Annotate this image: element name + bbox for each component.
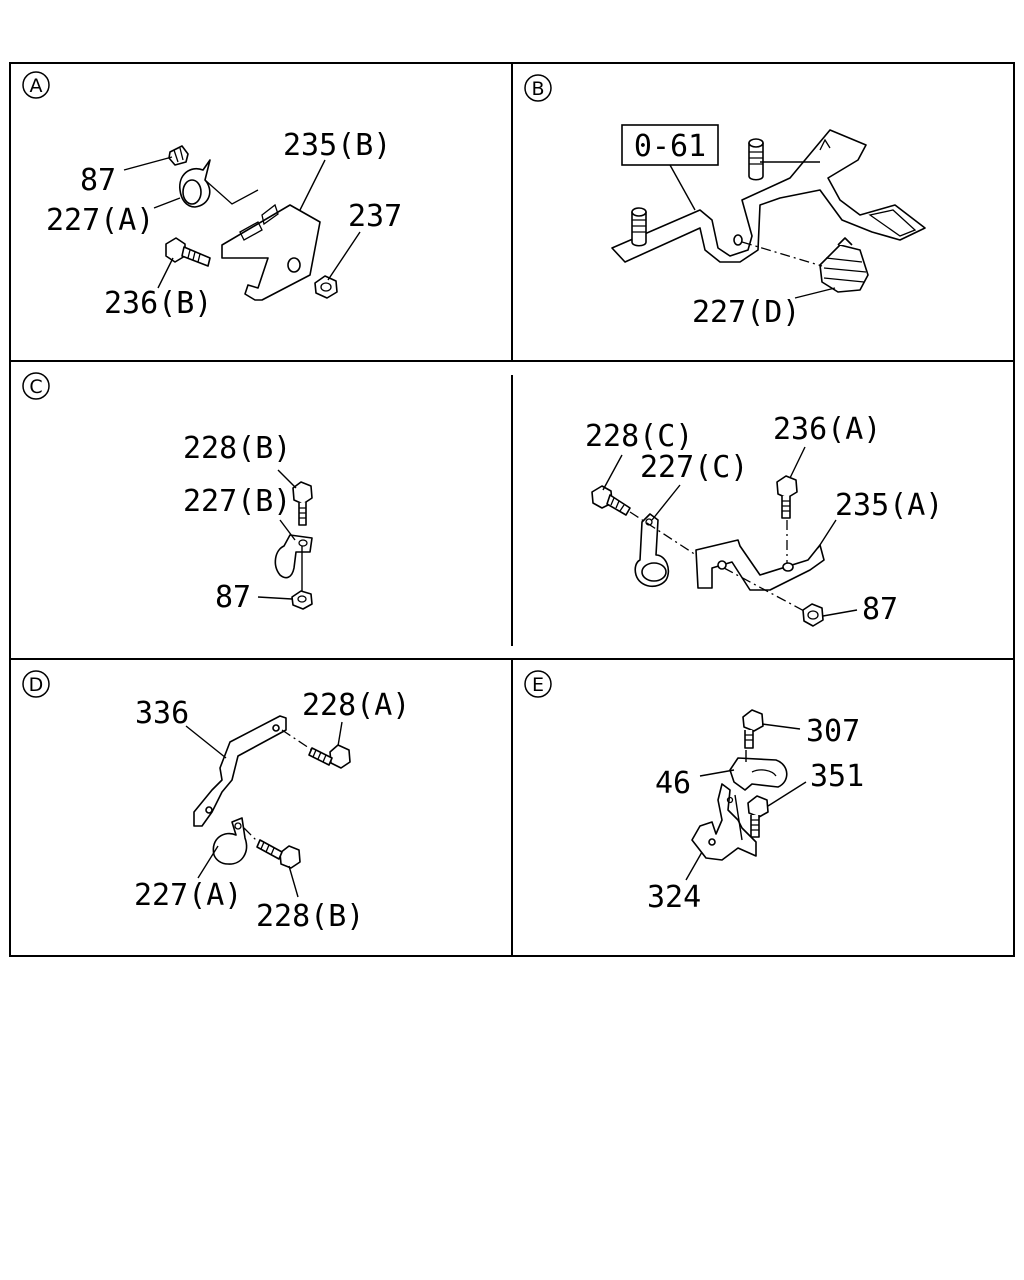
leader-307 bbox=[761, 723, 801, 730]
nut-87-part bbox=[168, 145, 189, 166]
centerline-c1 bbox=[629, 511, 697, 556]
label-87-d: 87 bbox=[862, 592, 898, 627]
label-351: 351 bbox=[810, 759, 864, 794]
bracket-235b-part bbox=[221, 203, 321, 301]
panel-e-letter: E bbox=[532, 674, 544, 696]
leader-227c bbox=[651, 484, 681, 521]
stud-right-part bbox=[748, 138, 764, 181]
bolt-236b-part bbox=[165, 237, 211, 267]
panel-a-letter: A bbox=[30, 75, 43, 97]
ref-box-text: 0-61 bbox=[634, 129, 706, 164]
panel-e: E 307 46 351 324 bbox=[524, 670, 864, 915]
nut-87c-part bbox=[291, 590, 313, 610]
leader-228b-d bbox=[288, 865, 299, 898]
clip-227a-d-part bbox=[212, 817, 248, 865]
leader-ref-box bbox=[669, 164, 696, 211]
leader-236b bbox=[157, 257, 174, 289]
centerline-d2 bbox=[243, 827, 259, 843]
bolt-228c-part bbox=[591, 485, 631, 516]
label-227d: 227(D) bbox=[692, 295, 800, 330]
bracket-235a-part bbox=[695, 539, 825, 591]
bolt-236a-part bbox=[776, 475, 798, 519]
bolt-307-part bbox=[742, 709, 764, 749]
panel-c-letter: C bbox=[29, 376, 42, 398]
label-46: 46 bbox=[655, 766, 691, 801]
label-228b-c: 228(B) bbox=[183, 431, 291, 466]
leader-87 bbox=[123, 156, 173, 171]
panel-e-marker bbox=[524, 670, 552, 698]
clip-46-part bbox=[729, 757, 788, 791]
bracket-336-part bbox=[193, 715, 287, 827]
centerline-b bbox=[741, 241, 823, 267]
leader-236a bbox=[789, 446, 806, 479]
stud-left-part bbox=[631, 207, 647, 247]
label-237: 237 bbox=[348, 199, 402, 234]
leader-324 bbox=[685, 851, 703, 881]
label-228c: 228(C) bbox=[585, 419, 693, 454]
label-87-c: 87 bbox=[215, 580, 251, 615]
panel-c-marker bbox=[22, 372, 50, 400]
leader-235b bbox=[299, 159, 326, 211]
leader-237 bbox=[327, 231, 361, 281]
clip-227b-part bbox=[274, 534, 313, 579]
centerline-d1 bbox=[281, 729, 313, 751]
label-227c: 227(C) bbox=[640, 450, 748, 485]
leader-228b bbox=[277, 469, 297, 489]
panel-b-letter: B bbox=[531, 78, 544, 100]
axis-e2 bbox=[734, 794, 743, 841]
panel-b-marker bbox=[524, 74, 552, 102]
nut-237-part bbox=[314, 275, 338, 299]
label-227a: 227(A) bbox=[46, 203, 154, 238]
panel-c-right: 228(C) 227(C) 236(A) 235(A) 87 bbox=[585, 412, 943, 627]
clip-227c-part bbox=[634, 513, 670, 588]
bolt-228b-part bbox=[292, 481, 313, 526]
bolt-228b-d-part bbox=[256, 839, 301, 869]
leader-87d bbox=[822, 609, 858, 617]
panel-d: D 336 228(A) 227(A) 228(B) bbox=[22, 670, 410, 934]
leader-227a bbox=[153, 197, 181, 209]
leader-336 bbox=[185, 725, 227, 759]
leader-227a-d bbox=[197, 845, 219, 879]
panel-c-left: C 228(B) 227(B) 87 bbox=[22, 372, 313, 615]
leader-46 bbox=[699, 769, 735, 777]
leader-227d bbox=[794, 287, 836, 299]
leader-228c bbox=[602, 454, 623, 491]
leader-87c bbox=[257, 596, 293, 600]
panel-a-marker bbox=[22, 71, 50, 99]
label-236a: 236(A) bbox=[773, 412, 881, 447]
ref-box bbox=[621, 124, 719, 166]
panel-a: A bbox=[22, 71, 402, 321]
label-228a: 228(A) bbox=[302, 688, 410, 723]
bracket-324-part bbox=[691, 783, 757, 861]
nut-87d-part bbox=[802, 603, 824, 627]
leader-351 bbox=[767, 781, 807, 807]
centerline-c3 bbox=[723, 567, 807, 613]
bolt-351-part bbox=[747, 795, 769, 838]
label-307: 307 bbox=[806, 714, 860, 749]
leader-228a bbox=[337, 721, 343, 747]
label-235b: 235(B) bbox=[283, 128, 391, 163]
panel-d-marker bbox=[22, 670, 50, 698]
label-228b-d: 228(B) bbox=[256, 899, 364, 934]
panel-b: B 0-61 227(D) bbox=[524, 74, 926, 330]
label-236b: 236(B) bbox=[104, 286, 212, 321]
clip-227a-part bbox=[179, 159, 259, 208]
label-87: 87 bbox=[80, 163, 116, 198]
clip-227d-part bbox=[819, 237, 869, 293]
grid-frame bbox=[9, 62, 1015, 957]
label-235a: 235(A) bbox=[835, 488, 943, 523]
frame-bracket-part bbox=[611, 129, 926, 263]
label-336: 336 bbox=[135, 696, 189, 731]
leader-235a bbox=[817, 519, 837, 549]
bolt-228a-part bbox=[308, 744, 351, 769]
leader-227b bbox=[279, 519, 296, 541]
label-227b-c: 227(B) bbox=[183, 484, 291, 519]
panel-d-letter: D bbox=[29, 674, 44, 696]
label-324: 324 bbox=[647, 880, 701, 915]
label-227a-d: 227(A) bbox=[134, 878, 242, 913]
